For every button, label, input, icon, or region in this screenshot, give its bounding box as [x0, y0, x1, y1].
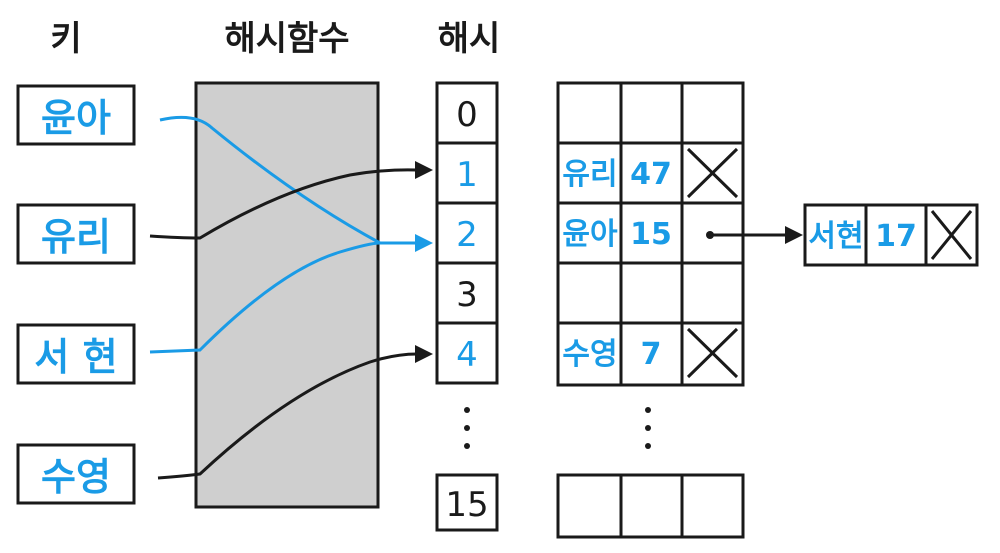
key-box-seohyun: 서 현 [16, 323, 136, 385]
mapping-seohyun-to-2 [149, 241, 381, 354]
bucket-value-sooyoung: 7 [641, 337, 662, 372]
hash-function-box [194, 81, 380, 509]
key-label: 윤아 [41, 96, 111, 140]
key-label: 서 현 [34, 335, 117, 379]
null-pointer-cross [686, 327, 739, 379]
mapping-sooyoung-to-4 [157, 345, 433, 480]
bucket-name-yuri: 유리 [562, 157, 617, 192]
bucket-value-yoona: 15 [630, 217, 672, 252]
chained-node-name: 서현 [808, 219, 863, 254]
hash-index-4: 4 [456, 335, 478, 375]
hash-index-1: 1 [456, 155, 478, 195]
header-key: 키 [50, 19, 81, 59]
mapping-yoona-to-2 [159, 115, 433, 252]
key-box-sooyoung: 수영 [16, 443, 136, 505]
key-box-yuri: 유리 [16, 203, 136, 265]
chained-node-value: 17 [875, 219, 917, 254]
bucket-value-yuri: 47 [630, 157, 672, 192]
key-box-yoona: 윤아 [16, 84, 136, 146]
hash-index-3: 3 [456, 275, 478, 315]
header-hash-function: 해시함수 [224, 19, 349, 59]
key-label: 유리 [41, 215, 111, 259]
null-pointer-cross [686, 147, 739, 199]
hash-index-box-last [435, 473, 499, 532]
hash-index-2: 2 [456, 215, 478, 255]
chain-arrow [710, 226, 803, 244]
hash-index-15: 15 [445, 485, 488, 525]
mapping-yuri-to-1 [149, 161, 433, 240]
bucket-name-yoona: 윤아 [562, 217, 618, 252]
ellipsis-dots-bucket [645, 407, 651, 449]
bucket-name-sooyoung: 수영 [562, 337, 617, 372]
key-label: 수영 [41, 455, 111, 499]
chained-node [803, 203, 979, 267]
bucket-row-last [556, 473, 745, 539]
hash-index-column [435, 81, 499, 385]
header-hash: 해시 [438, 19, 501, 59]
hash-index-0: 0 [456, 95, 478, 135]
ellipsis-dots-index [464, 407, 470, 449]
